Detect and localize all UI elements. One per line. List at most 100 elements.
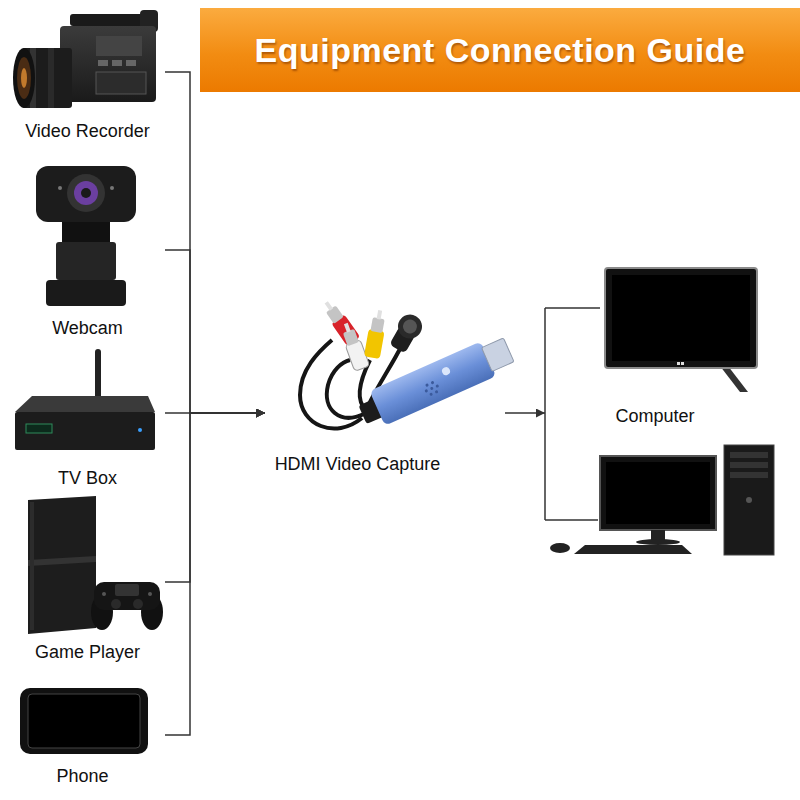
game-console-icon <box>30 502 34 630</box>
device-node: Webcam <box>10 160 165 341</box>
tablet-icon <box>720 366 748 392</box>
computer-bracket <box>544 308 546 520</box>
video-recorder-icon <box>96 36 142 56</box>
game-console-icon <box>28 496 96 634</box>
usb-capture-stick <box>422 379 441 397</box>
webcam-icon <box>58 186 62 190</box>
computer-bracket <box>545 308 600 520</box>
desktop-computer-icon <box>550 445 774 555</box>
node-label: Game Player <box>10 641 165 663</box>
webcam-icon <box>67 174 105 212</box>
desktop-computer-icon <box>730 452 768 458</box>
phone-icon <box>20 688 148 754</box>
game-controller-icon <box>94 582 160 610</box>
device-node: TV Box <box>10 345 165 491</box>
connector-arrow <box>505 412 545 414</box>
node-label: Webcam <box>10 317 165 339</box>
title-banner: Equipment Connection Guide <box>200 8 800 92</box>
video-recorder-icon <box>126 60 136 66</box>
video-recorder-icon <box>70 14 148 26</box>
webcam-icon <box>36 166 136 306</box>
s-video-plug <box>387 310 427 355</box>
video-recorder-icon <box>17 57 31 99</box>
usb-capture-stick <box>441 366 452 377</box>
tablet-icon <box>677 362 680 365</box>
desktop-computer-icon <box>651 530 665 540</box>
game-controller-icon <box>115 584 139 596</box>
node-label: Phone <box>10 765 155 787</box>
phone-icon <box>20 688 148 754</box>
desktop-computer-icon <box>746 497 752 503</box>
tablet-icon <box>612 275 750 361</box>
video-recorder-icon <box>21 68 27 88</box>
video-recorder-icon <box>98 60 108 66</box>
node-label: Video Recorder <box>10 120 165 142</box>
usb-capture-stick <box>369 341 496 425</box>
device-node: Video Recorder <box>10 10 165 146</box>
computer-node: Computer <box>545 260 790 570</box>
tv-box-icon <box>15 396 155 412</box>
desktop-computer-icon <box>724 445 774 555</box>
video-recorder-icon <box>13 10 158 108</box>
webcam-icon <box>36 166 136 222</box>
rca-white-plug <box>344 323 351 333</box>
device-node: Phone <box>10 684 165 789</box>
video-recorder-icon <box>112 60 122 66</box>
rca-yellow-plug <box>370 317 384 333</box>
webcam-icon <box>46 280 126 306</box>
rca-yellow-plug <box>364 329 385 359</box>
device-node: Game Player <box>10 492 165 665</box>
usb-capture-stick <box>430 386 434 390</box>
usb-capture-stick <box>424 389 428 393</box>
webcam-icon <box>56 242 116 280</box>
desktop-computer-icon <box>550 543 570 553</box>
tablet-icon <box>605 268 757 392</box>
computer-bracket <box>545 519 598 521</box>
connector-group <box>165 72 545 735</box>
node-label: Computer <box>600 405 710 427</box>
computer-bracket <box>545 307 600 309</box>
desktop-computer-icon <box>574 545 692 554</box>
rca-yellow-plug <box>364 309 388 359</box>
tablet-icon <box>605 268 757 368</box>
usb-capture-stick <box>482 338 515 372</box>
game-controller-icon <box>111 599 121 609</box>
video-recorder-icon <box>48 48 54 108</box>
desktop-computer-icon <box>730 462 768 468</box>
connector-arrow <box>165 250 265 413</box>
node-label: TV Box <box>10 467 165 489</box>
tv-box-icon <box>138 428 142 432</box>
usb-capture-stick <box>435 384 439 388</box>
game-controller-icon <box>102 592 106 596</box>
webcam-icon <box>74 181 98 205</box>
node-label: HDMI Video Capture <box>265 453 450 475</box>
rca-white-plug <box>343 329 359 346</box>
game-controller-icon <box>133 599 143 609</box>
tablet-icon <box>681 362 684 365</box>
video-recorder-icon <box>60 26 156 102</box>
rca-red-plug <box>320 298 361 346</box>
connector-arrow <box>165 413 265 582</box>
desktop-computer-icon <box>730 472 768 478</box>
tv-box-icon <box>15 352 155 450</box>
rca-yellow-plug <box>377 310 383 320</box>
rca-white-plug <box>338 321 369 372</box>
desktop-computer-icon <box>600 456 716 530</box>
webcam-icon <box>62 222 110 242</box>
usb-capture-stick <box>425 383 429 387</box>
webcam-icon <box>81 188 91 198</box>
game-console-icon <box>28 496 96 634</box>
game-console-icon <box>28 556 96 566</box>
usb-capture-stick <box>429 392 433 396</box>
capture-node: HDMI Video Capture <box>265 295 505 480</box>
video-recorder-icon <box>13 48 35 108</box>
desktop-computer-icon <box>606 462 710 524</box>
webcam-icon <box>110 186 114 190</box>
s-video-plug <box>394 310 427 343</box>
tv-box-icon <box>95 352 101 400</box>
video-recorder-icon <box>96 72 146 94</box>
